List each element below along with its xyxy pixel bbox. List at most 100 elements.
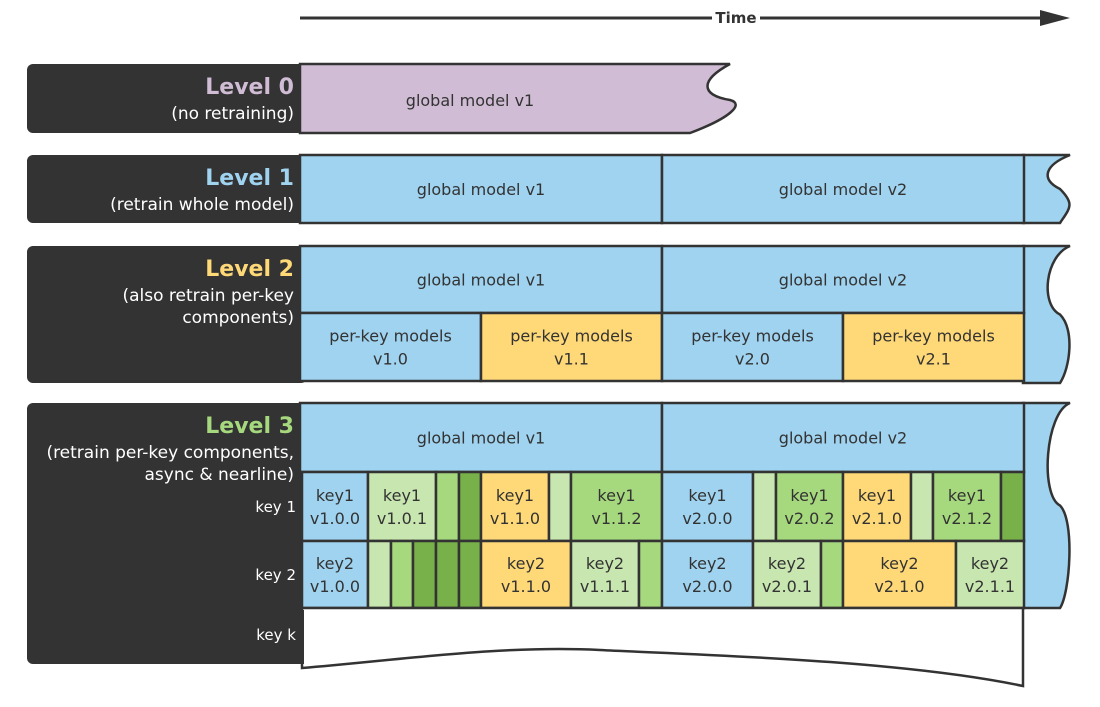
cell-label: v1.1.1 (580, 577, 630, 596)
cell-label: global model v2 (779, 271, 907, 290)
time-label-bg (712, 8, 760, 28)
level-3-continuation (1021, 401, 1071, 610)
level-2-title: Level 2 (205, 257, 294, 282)
cell-label: v1.1 (554, 350, 589, 369)
cell-label: v2.1.2 (942, 509, 992, 528)
key2-version-cell (637, 539, 664, 610)
cell-label: per-key models (510, 327, 633, 346)
cell-label: global model v1 (417, 180, 545, 199)
key2-version-cell (479, 539, 573, 610)
key2-version-cell (569, 539, 641, 610)
key1-version-cell (909, 470, 935, 543)
cell-label: v1.1.2 (591, 509, 641, 528)
key1-version-cell (999, 470, 1026, 543)
cell-label: v1.1.0 (501, 577, 551, 596)
level-0-description: (no retraining) (171, 104, 294, 124)
level-1-global-model-v1 (298, 153, 664, 225)
cell-label: v1.1.0 (490, 509, 540, 528)
level-2-continuation (1021, 244, 1071, 385)
key1-version-cell (547, 470, 573, 543)
cell-label: v1.0 (373, 350, 408, 369)
cell-label: global model v1 (406, 91, 534, 110)
key1-version-cell (751, 470, 778, 543)
key-row-label: key k (256, 626, 296, 644)
key1-version-cell (841, 470, 913, 543)
cell-label: v1.0.1 (377, 509, 427, 528)
key1-version-cell (479, 470, 551, 543)
cell-label: key1 (688, 486, 726, 505)
cell-label: key1 (597, 486, 635, 505)
cell-label: key2 (880, 554, 918, 573)
level-2-per-key-models (479, 311, 664, 383)
key2-version-cell (954, 539, 1026, 610)
level-2-label-panel (27, 246, 307, 383)
key1-version-cell (434, 470, 461, 543)
cell-label: v2.0.1 (762, 577, 812, 596)
level-1-label-panel (27, 155, 307, 223)
key2-version-cell (660, 539, 755, 610)
key-row-label: key 1 (255, 498, 296, 516)
cell-label: per-key models (691, 327, 814, 346)
key2-version-cell (819, 539, 845, 610)
level-2-per-key-models (660, 311, 845, 383)
cell-label: v2.1.1 (965, 577, 1015, 596)
cell-label: key2 (586, 554, 624, 573)
level-2-per-key-models (841, 311, 1026, 383)
level-0-title: Level 0 (205, 75, 294, 100)
cell-label: v2.1.0 (852, 509, 902, 528)
cell-label: key1 (790, 486, 828, 505)
cell-label: v1.0.0 (310, 577, 360, 596)
cell-label: key2 (688, 554, 726, 573)
level-2-description: components) (182, 308, 294, 328)
cell-label: v1.0.0 (310, 509, 360, 528)
level-2-per-key-models (298, 311, 483, 383)
cell-label: global model v2 (779, 429, 907, 448)
level-1-global-model-v2 (660, 153, 1026, 225)
level-1-title: Level 1 (205, 166, 294, 191)
cell-label: per-key models (872, 327, 995, 346)
level-1-continuation (1021, 153, 1071, 225)
cell-label: key2 (316, 554, 354, 573)
key2-version-cell (457, 539, 483, 610)
level-3-title: Level 3 (205, 414, 294, 439)
level-1-description: (retrain whole model) (110, 195, 294, 215)
cell-label: key1 (383, 486, 421, 505)
key2-version-cell (434, 539, 461, 610)
key1-version-cell (660, 470, 755, 543)
cell-label: v2.0.2 (784, 509, 834, 528)
cell-label: global model v1 (417, 429, 545, 448)
key2-version-cell (751, 539, 823, 610)
level-0-label-panel (27, 64, 307, 133)
cell-label: key1 (316, 486, 354, 505)
level-3-description: (retrain per-key components, (46, 443, 294, 463)
level-3-description: async & nearline) (145, 465, 294, 485)
cell-label: global model v1 (417, 271, 545, 290)
time-label: Time (715, 9, 756, 27)
key2-version-cell (411, 539, 438, 610)
key2-version-cell (366, 539, 393, 610)
cell-label: global model v2 (779, 180, 907, 199)
level-2-global-model-v2 (660, 244, 1026, 315)
cell-label: key1 (948, 486, 986, 505)
cell-label: v2.1 (916, 350, 951, 369)
level-0-global-model (298, 62, 737, 135)
key1-version-cell (300, 470, 370, 543)
key2-version-cell (841, 539, 958, 610)
key1-version-cell (774, 470, 845, 543)
key1-version-cell (366, 470, 438, 543)
cell-label: key1 (496, 486, 534, 505)
key1-version-cell (457, 470, 483, 543)
level-3-label-panel (27, 403, 307, 664)
key-row-label: key 2 (255, 566, 296, 584)
key2-version-cell (389, 539, 415, 610)
key1-version-cell (931, 470, 1003, 543)
cell-label: key2 (768, 554, 806, 573)
key1-version-cell (569, 470, 664, 543)
cell-label: key1 (858, 486, 896, 505)
key-k-panel-patch (290, 610, 304, 664)
arrow-head-icon (1040, 10, 1070, 26)
key-k-region (300, 606, 1025, 688)
cell-label: v2.0.0 (682, 509, 732, 528)
cell-label: v2.1.0 (874, 577, 924, 596)
